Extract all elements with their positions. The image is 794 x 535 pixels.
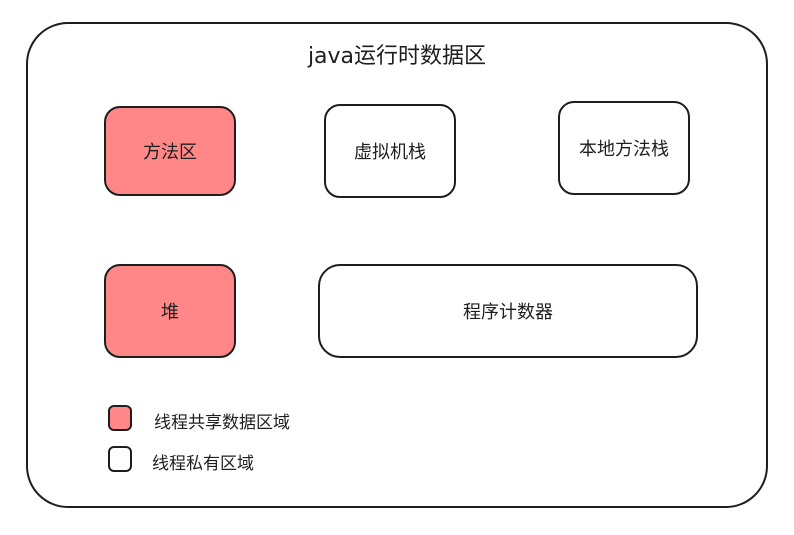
runtime-data-area-container <box>26 22 768 508</box>
native-method-stack-box: 本地方法栈 <box>558 101 690 195</box>
heap-label: 堆 <box>161 302 179 323</box>
program-counter-label: 程序计数器 <box>463 302 553 323</box>
native-method-stack-label: 本地方法栈 <box>579 139 669 160</box>
legend-private-label: 线程私有区域 <box>152 454 254 474</box>
legend-private-swatch <box>108 446 132 472</box>
method-area-label: 方法区 <box>143 142 197 163</box>
method-area-box: 方法区 <box>104 106 236 196</box>
legend-shared-label: 线程共享数据区域 <box>154 413 290 433</box>
vm-stack-label: 虚拟机栈 <box>354 142 426 163</box>
diagram-title: java运行时数据区 <box>307 44 487 69</box>
vm-stack-box: 虚拟机栈 <box>324 104 456 198</box>
legend-shared-swatch <box>108 405 132 431</box>
program-counter-box: 程序计数器 <box>318 264 698 358</box>
heap-box: 堆 <box>104 264 236 358</box>
